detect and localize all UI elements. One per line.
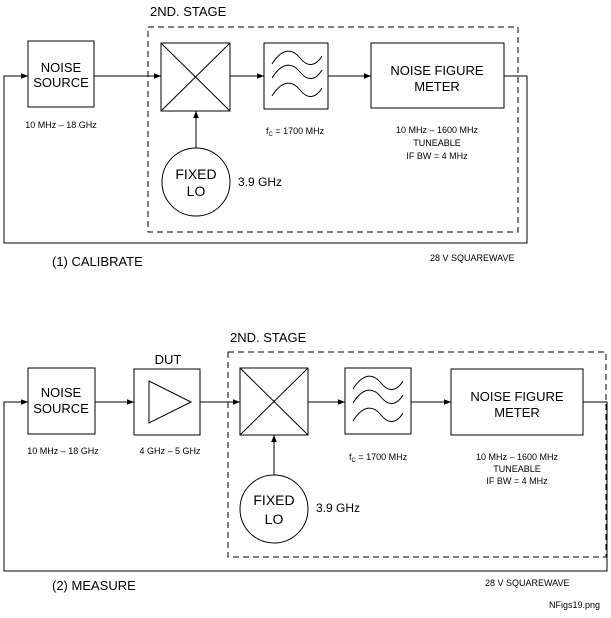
- dut-range: 4 GHz – 5 GHz: [139, 446, 201, 456]
- wire-squarewave-feedback: [3, 73, 528, 244]
- fixed-lo-label-line2: LO: [265, 511, 284, 527]
- noise-source-label-line2: SOURCE: [33, 75, 89, 90]
- measure-caption: (2) MEASURE: [52, 578, 136, 593]
- noise-source-range: 10 MHz – 18 GHz: [27, 446, 99, 456]
- measure-diagram: 2ND. STAGE DUT NOISE SOURCE 10 MHz – 18 …: [3, 330, 608, 593]
- nfm-spec-range: 10 MHz – 1600 MHz: [396, 125, 479, 135]
- noise-figure-meter-label-line1: NOISE FIGURE: [390, 63, 484, 78]
- fixed-lo-label-line2: LO: [187, 183, 206, 199]
- squarewave-label: 28 V SQUAREWAVE: [430, 253, 515, 263]
- second-stage-label: 2ND. STAGE: [150, 4, 227, 19]
- fixed-lo-label-line1: FIXED: [253, 492, 294, 508]
- nfm-spec-tuneable: TUNEABLE: [413, 138, 461, 148]
- calibrate-diagram: 2ND. STAGE NOISE SOURCE 10 MHz – 18 GHz …: [3, 4, 528, 269]
- fixed-lo-frequency: 3.9 GHz: [316, 501, 360, 515]
- filter-center-frequency: fC = 1700 MHz: [349, 452, 408, 464]
- noise-figure-meter-box: [450, 368, 584, 436]
- fixed-lo-circle: [239, 474, 309, 544]
- amplifier-icon: [133, 368, 201, 436]
- nfm-spec-range: 10 MHz – 1600 MHz: [476, 452, 559, 462]
- bandpass-filter-icon: [263, 42, 329, 110]
- filename-label: NFigs19.png: [549, 600, 600, 610]
- noise-source-label-line1: NOISE: [41, 60, 82, 75]
- fixed-lo-label-line1: FIXED: [175, 166, 216, 182]
- nfm-spec-if-bw: IF BW = 4 MHz: [406, 151, 468, 161]
- second-stage-label: 2ND. STAGE: [230, 330, 307, 345]
- noise-figure-meter-label-line2: METER: [414, 79, 460, 94]
- bandpass-filter-icon: [344, 367, 412, 435]
- noise-source-box: [27, 367, 96, 435]
- fixed-lo-circle: [161, 147, 231, 217]
- mixer-icon: [160, 42, 231, 112]
- second-stage-boundary: [227, 351, 607, 558]
- noise-figure-meter-label-line2: METER: [494, 405, 540, 420]
- filter-center-frequency: fC = 1700 MHz: [266, 126, 325, 138]
- noise-source-label-line2: SOURCE: [33, 401, 89, 416]
- wire-squarewave-feedback: [3, 399, 608, 572]
- squarewave-label: 28 V SQUAREWAVE: [485, 578, 570, 588]
- nfm-spec-if-bw: IF BW = 4 MHz: [486, 476, 548, 486]
- noise-source-label-line1: NOISE: [41, 385, 82, 400]
- noise-figure-meter-box: [370, 42, 505, 109]
- mixer-icon: [239, 367, 309, 436]
- fixed-lo-frequency: 3.9 GHz: [238, 175, 282, 189]
- calibrate-caption: (1) CALIBRATE: [52, 254, 143, 269]
- noise-figure-meter-label-line1: NOISE FIGURE: [470, 389, 564, 404]
- second-stage-boundary: [147, 26, 519, 233]
- nfm-spec-tuneable: TUNEABLE: [493, 464, 541, 474]
- dut-label: DUT: [155, 352, 182, 367]
- noise-source-box: [27, 40, 95, 108]
- noise-source-range: 10 MHz – 18 GHz: [25, 120, 97, 130]
